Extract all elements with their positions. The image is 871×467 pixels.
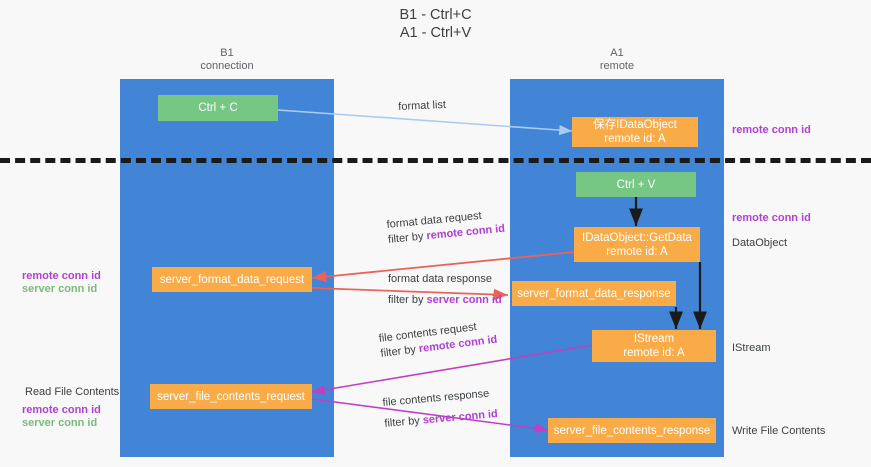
node-server-format-data-request[interactable]: server_format_data_request bbox=[152, 267, 312, 292]
edge-label-format-data-response-line2: filter by server conn id bbox=[388, 293, 502, 308]
dashed-divider bbox=[0, 158, 871, 163]
annotation-left-remote-conn-id-mid: remote conn id bbox=[22, 270, 101, 282]
node-server-file-contents-response[interactable]: server_file_contents_response bbox=[548, 418, 716, 443]
node-ctrl-v[interactable]: Ctrl + V bbox=[576, 172, 696, 197]
edge-label-format-list: format list bbox=[398, 98, 446, 115]
filter-by-text: filter by bbox=[383, 414, 424, 430]
annotation-istream: IStream bbox=[732, 342, 771, 354]
annotation-left-server-conn-id-mid: server conn id bbox=[22, 283, 98, 295]
node-istream[interactable]: IStream remote id: A bbox=[592, 330, 716, 362]
lane-header-a1: A1 remote bbox=[599, 47, 635, 72]
annotation-right-remote-conn-id-mid: remote conn id bbox=[732, 212, 811, 224]
node-server-file-contents-request[interactable]: server_file_contents_request bbox=[150, 384, 312, 409]
filter-by-text: filter by bbox=[387, 230, 428, 246]
annotation-dataobject: DataObject bbox=[732, 237, 788, 249]
filter-by-text: filter by bbox=[388, 294, 427, 306]
annotation-left-remote-conn-id-low: remote conn id bbox=[22, 404, 101, 416]
highlight-server-conn-id: server conn id bbox=[426, 294, 502, 306]
filter-by-text: filter by bbox=[379, 343, 420, 360]
connector-format-data-request bbox=[311, 251, 575, 283]
lane-header-b1: B1 connection bbox=[200, 47, 254, 72]
node-ctrl-c[interactable]: Ctrl + C bbox=[158, 95, 278, 121]
page-title: B1 - Ctrl+C A1 - Ctrl+V bbox=[399, 7, 472, 41]
connector-file-contents-request bbox=[311, 344, 593, 395]
connector-format-data-response bbox=[311, 287, 509, 301]
node-idataobject-getdata[interactable]: IDataObject::GetData remote id: A bbox=[574, 227, 700, 262]
annotation-read-file-contents: Read File Contents bbox=[25, 386, 120, 398]
connector-file-contents-response bbox=[311, 398, 549, 434]
edge-label-format-data-response: format data response filter by server co… bbox=[388, 272, 502, 308]
edge-label-format-data-response-line1: format data response bbox=[388, 273, 492, 285]
edge-label-format-list-line1: format list bbox=[398, 98, 447, 113]
node-save-idataobject[interactable]: 保存IDataObject remote id: A bbox=[572, 117, 698, 147]
annotation-right-remote-conn-id-top: remote conn id bbox=[732, 124, 811, 136]
annotation-write-file-contents: Write File Contents bbox=[732, 425, 826, 437]
node-server-format-data-response[interactable]: server_format_data_response bbox=[512, 281, 676, 306]
annotation-left-server-conn-id-low: server conn id bbox=[22, 417, 98, 429]
connector-format-list bbox=[277, 109, 573, 136]
